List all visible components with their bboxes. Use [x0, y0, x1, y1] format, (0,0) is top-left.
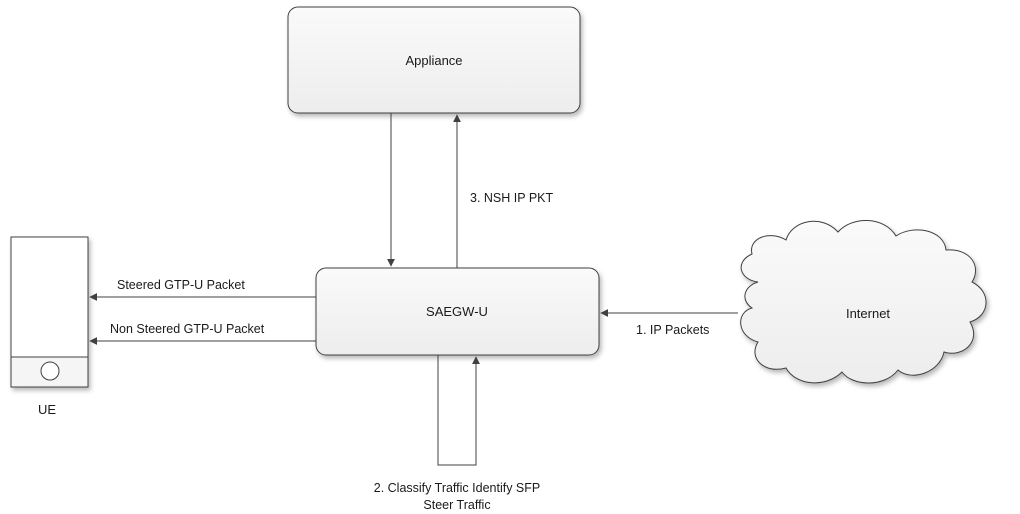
internet-label: Internet: [846, 306, 890, 321]
classify-label-line2: Steer Traffic: [423, 498, 490, 512]
saegw-label: SAEGW-U: [426, 304, 488, 319]
appliance-node: Appliance: [287, 6, 581, 114]
appliance-label: Appliance: [405, 53, 462, 68]
steered-label: Steered GTP-U Packet: [117, 278, 245, 292]
cloud-shape: [740, 219, 987, 384]
arrow-classify-loop: [437, 355, 480, 466]
internet-node: Internet: [740, 219, 987, 384]
ue-node: UE: [10, 236, 89, 417]
ue-home-button-icon: [40, 361, 60, 381]
classify-label-line1: 2. Classify Traffic Identify SFP: [374, 481, 541, 495]
non-steered-label: Non Steered GTP-U Packet: [110, 322, 265, 336]
nsh-label: 3. NSH IP PKT: [470, 191, 553, 205]
ue-label: UE: [38, 402, 56, 417]
saegw-node: SAEGW-U: [315, 267, 600, 356]
ip-packets-label: 1. IP Packets: [636, 323, 709, 337]
appliance-box: [287, 6, 581, 114]
